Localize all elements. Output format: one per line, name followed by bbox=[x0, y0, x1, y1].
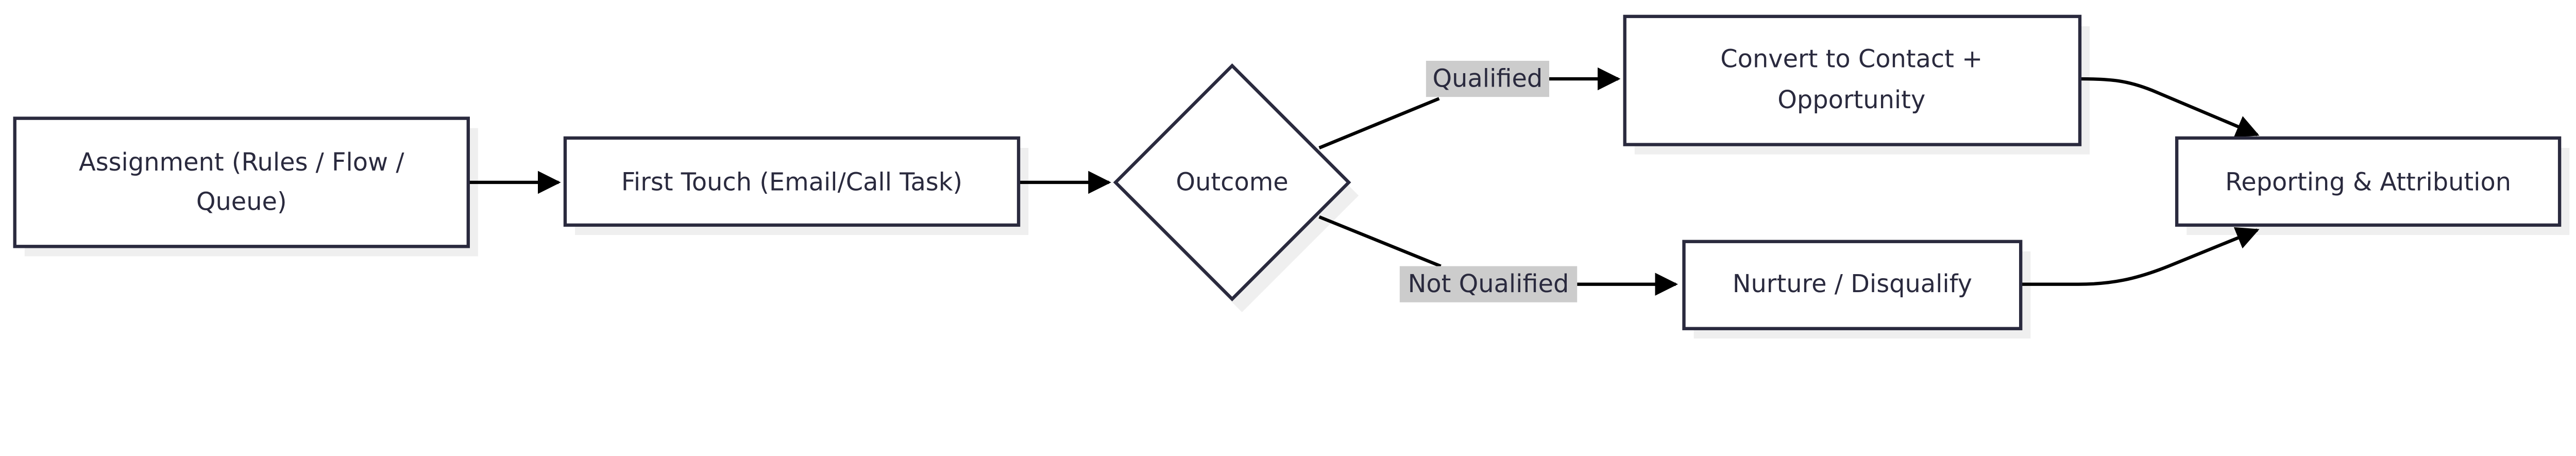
edge-label-qualified: Qualified bbox=[1426, 60, 1550, 97]
edge-convert-to-reporting bbox=[2079, 77, 2260, 138]
node-outcome-label: Outcome bbox=[1176, 168, 1288, 196]
node-first-touch-label: First Touch (Email/Call Task) bbox=[621, 168, 962, 196]
node-outcome-decision[interactable]: Outcome bbox=[1113, 63, 1351, 301]
node-assignment-line-1: Assignment (Rules / Flow / bbox=[79, 148, 404, 177]
edge-outcome-qualified bbox=[1318, 97, 1440, 149]
node-nurture[interactable]: Nurture / Disqualify bbox=[1682, 240, 2023, 330]
node-reporting-label: Reporting & Attribution bbox=[2225, 168, 2511, 196]
edge-label-not-qualified: Not Qualified bbox=[1399, 266, 1578, 302]
edge-label-qualified-text: Qualified bbox=[1433, 65, 1543, 93]
edge-outcome-not-qualified bbox=[1318, 215, 1442, 268]
node-nurture-label: Nurture / Disqualify bbox=[1733, 270, 1972, 298]
edge-label-not-qualified-text: Not Qualified bbox=[1408, 270, 1569, 298]
node-convert[interactable]: Convert to Contact + Opportunity bbox=[1623, 14, 2082, 146]
flowchart: Qualified Not Qualified Assignment (Rule… bbox=[13, 14, 2570, 339]
node-assignment-line-2: Queue) bbox=[196, 188, 287, 216]
node-first-touch[interactable]: First Touch (Email/Call Task) bbox=[563, 136, 1021, 227]
edge-nurture-to-reporting bbox=[2021, 227, 2260, 286]
node-convert-line-2: Opportunity bbox=[1777, 86, 1925, 114]
node-reporting[interactable]: Reporting & Attribution bbox=[2175, 136, 2562, 227]
node-convert-line-1: Convert to Contact + bbox=[1720, 45, 1982, 73]
node-assignment[interactable]: Assignment (Rules / Flow / Queue) bbox=[13, 116, 470, 248]
